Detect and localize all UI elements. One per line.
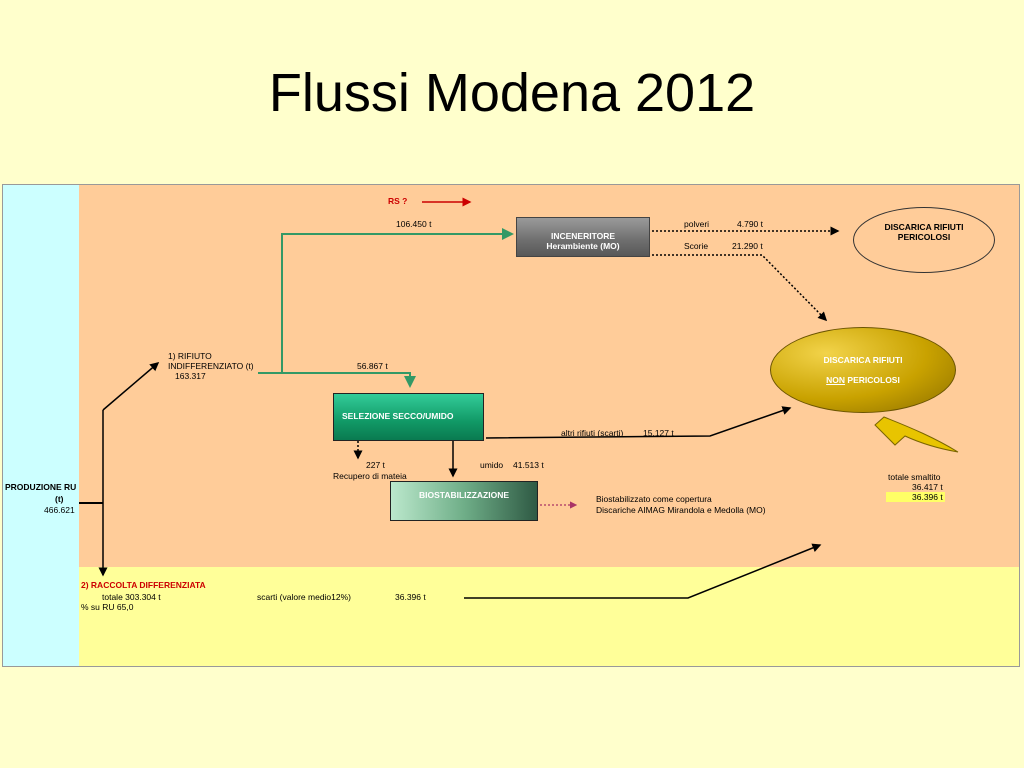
separate-collection-zone — [79, 567, 1020, 666]
raccolta-perc: % su RU 65,0 — [81, 602, 134, 612]
polveri-value: 4.790 t — [737, 219, 763, 229]
scorie-label: Scorie — [684, 241, 709, 251]
discarica-peric-line2: PERICOLOSI — [897, 232, 951, 242]
inceneritore-line1: INCENERITORE — [550, 231, 616, 241]
rifiuto-line1: 1) RIFIUTO — [168, 351, 212, 361]
altri-label: altri rifiuti (scarti) — [561, 428, 624, 438]
flow-incen-label: 106.450 t — [396, 219, 432, 229]
smaltito-value2: 36.396 t — [886, 492, 945, 502]
scarti-label: scarti (valore medio12%) — [257, 592, 352, 602]
scarti-arrow — [464, 543, 822, 599]
scarti-value: 36.396 t — [395, 592, 426, 602]
umido-value: 41.513 t — [513, 460, 544, 470]
biostabilizzazione-label: BIOSTABILIZZAZIONE — [418, 490, 510, 500]
produzione-value: 466.621 — [44, 505, 75, 515]
scorie-arrow — [652, 254, 828, 322]
selezione-label: SELEZIONE SECCO/UMIDO — [342, 411, 454, 421]
discarica-non-pericolosi: DISCARICA RIFIUTI NON PERICOLOSI — [770, 327, 956, 413]
production-zone — [3, 185, 79, 666]
discarica-peric-line1: DISCARICA RIFIUTI — [884, 222, 964, 232]
biost-note-line1: Biostabilizzato come copertura — [596, 494, 712, 504]
diagram-frame — [2, 184, 1020, 667]
scorie-value: 21.290 t — [732, 241, 763, 251]
produzione-label: PRODUZIONE RU — [5, 482, 77, 492]
discarica-non-word: NON — [826, 375, 846, 385]
produzione-unit: (t) — [55, 494, 64, 504]
discarica-non-line1: DISCARICA RIFIUTI — [823, 355, 903, 365]
smaltito-value1: 36.417 t — [912, 482, 943, 492]
slide-title: Flussi Modena 2012 — [268, 63, 756, 123]
recupero-label: Recupero di mateia — [333, 471, 407, 481]
raccolta-totale: totale 303.304 t — [102, 592, 161, 602]
rifiuto-line2: INDIFFERENZIATO (t) — [168, 361, 254, 371]
biostabilizzazione-box: BIOSTABILIZZAZIONE — [390, 481, 538, 521]
rs-label: RS ? — [388, 196, 408, 206]
arrow-to-rifiuto — [102, 362, 160, 411]
rifiuto-value: 163.317 — [175, 371, 206, 381]
green-flow-incen — [281, 228, 514, 373]
inceneritore-line2: Herambiente (MO) — [546, 241, 620, 251]
smaltito-value2-wrap: 36.396 t — [886, 492, 945, 502]
altri-value: 15.127 t — [643, 428, 674, 438]
flow-selez-label: 56.867 t — [357, 361, 388, 371]
umido-label: umido — [480, 460, 504, 470]
biost-note-line2: Discariche AIMAG Mirandola e Medolla (MO… — [596, 505, 766, 515]
recupero-value: 227 t — [366, 460, 385, 470]
raccolta-title: 2) RACCOLTA DIFFERENZIATA — [81, 580, 206, 590]
callout-arrow — [874, 416, 959, 453]
green-flow-main — [258, 372, 416, 388]
selezione-box: SELEZIONE SECCO/UMIDO — [333, 393, 484, 441]
inceneritore-box: INCENERITORE Herambiente (MO) — [516, 217, 650, 257]
discarica-non-rest: PERICOLOSI — [845, 375, 900, 385]
smaltito-label: totale smaltito — [888, 472, 941, 482]
discarica-pericolosi: DISCARICA RIFIUTI PERICOLOSI — [853, 207, 995, 273]
polveri-label: polveri — [684, 219, 710, 229]
altri-arrow — [485, 406, 792, 439]
